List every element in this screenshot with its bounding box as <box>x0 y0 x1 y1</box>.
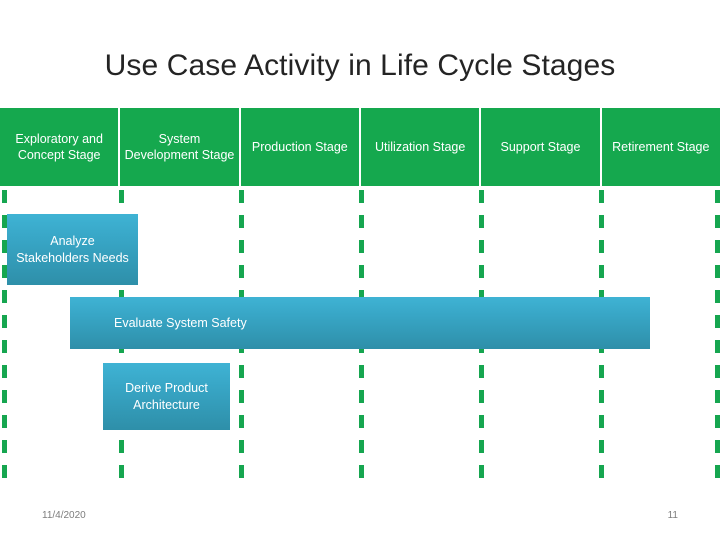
stage-cell-system-development[interactable]: System Development Stage <box>120 108 239 186</box>
footer-date: 11/4/2020 <box>42 510 86 521</box>
life-cycle-stage-header: Exploratory and Concept Stage System Dev… <box>0 108 720 186</box>
activity-bar-analyze-stakeholders-needs[interactable]: Analyze Stakeholders Needs <box>7 214 138 285</box>
footer-page-number: 11 <box>667 510 678 521</box>
stage-label: Exploratory and Concept Stage <box>15 131 103 163</box>
activity-label: Derive Product Architecture <box>125 380 208 412</box>
stage-cell-utilization[interactable]: Utilization Stage <box>360 108 480 186</box>
activity-label: Evaluate System Safety <box>114 315 247 330</box>
stage-lane-divider-6 <box>715 190 720 490</box>
stage-label: Retirement Stage <box>612 139 710 154</box>
stage-cell-exploratory-and-concept[interactable]: Exploratory and Concept Stage <box>0 108 119 186</box>
page-title: Use Case Activity in Life Cycle Stages <box>104 49 616 82</box>
stage-label: Support Stage <box>500 139 581 154</box>
stage-label: Production Stage <box>251 139 348 154</box>
activity-label: Analyze Stakeholders Needs <box>16 233 129 265</box>
activity-bar-derive-product-architecture[interactable]: Derive Product Architecture <box>103 363 230 430</box>
stage-label: Utilization Stage <box>374 139 466 154</box>
stage-cell-retirement[interactable]: Retirement Stage <box>601 108 720 186</box>
stage-cell-production[interactable]: Production Stage <box>240 108 359 186</box>
stage-cell-support[interactable]: Support Stage <box>481 108 600 186</box>
stage-label: System Development Stage <box>124 131 235 163</box>
activity-bar-evaluate-system-safety[interactable]: Evaluate System Safety <box>70 297 650 349</box>
